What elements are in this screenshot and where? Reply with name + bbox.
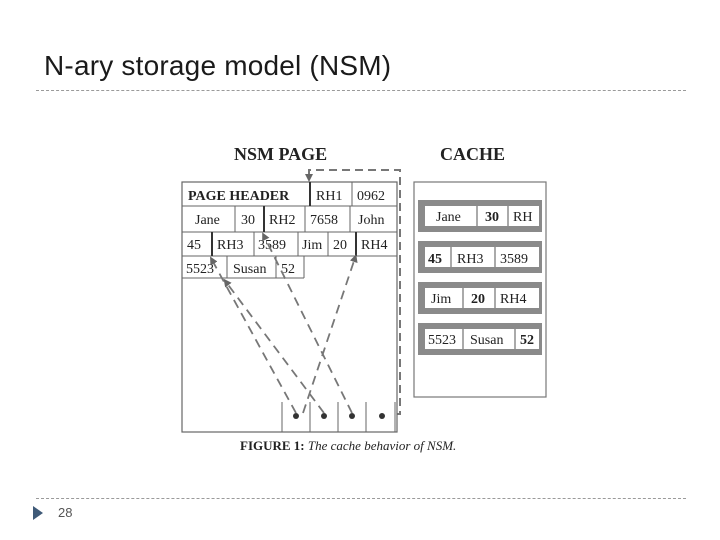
- cache-cell: 30: [485, 210, 499, 225]
- cache-cell: RH3: [457, 252, 483, 267]
- cache-cell: Jane: [436, 210, 461, 225]
- cache-cell: RH: [513, 210, 532, 225]
- slot-pointer: [379, 413, 385, 419]
- page-cell: 5523: [186, 262, 214, 277]
- page-cell: RH3: [217, 238, 243, 253]
- page-cell: 20: [333, 238, 347, 253]
- title-divider: [36, 90, 686, 91]
- slide-title: N-ary storage model (NSM): [44, 50, 392, 81]
- cache-line-4: 5523 Susan 52: [418, 323, 542, 355]
- caption-label: FIGURE 1:: [240, 438, 305, 453]
- cache-cell: 45: [428, 252, 442, 267]
- footer-divider: [36, 498, 686, 499]
- cache-cell: 5523: [428, 333, 456, 348]
- page-row-1: PAGE HEADER RH1 0962: [182, 182, 397, 207]
- page-cell: 52: [281, 262, 295, 277]
- cache-heading: CACHE: [440, 144, 505, 164]
- cache-line-3: Jim 20 RH4: [418, 282, 542, 314]
- cache-cell: 20: [471, 292, 485, 307]
- record-pointers: [210, 232, 358, 414]
- cache-cell: Susan: [470, 333, 503, 348]
- page-cell: RH1: [316, 189, 342, 204]
- cache-cell: 52: [520, 333, 534, 348]
- caption-text: The cache behavior of NSM.: [307, 438, 457, 453]
- page-cell: Susan: [233, 262, 266, 277]
- figure-caption: FIGURE 1: The cache behavior of NSM.: [240, 438, 456, 454]
- page-number: 28: [58, 505, 73, 520]
- page-cell: 45: [187, 238, 201, 253]
- page-cell: 7658: [310, 213, 338, 228]
- slot-pointer: [293, 413, 299, 419]
- page-cell: John: [358, 213, 384, 228]
- slot-pointer: [321, 413, 327, 419]
- page-row-4: 5523 Susan 52: [182, 256, 305, 279]
- page-cell: Jane: [195, 213, 220, 228]
- page-cell: RH2: [269, 213, 295, 228]
- cache-line-2: 45 RH3 3589: [418, 241, 542, 273]
- slot-pointer: [349, 413, 355, 419]
- page-cell: 0962: [357, 189, 385, 204]
- slot-array: [281, 402, 396, 432]
- page-cell: Jim: [302, 238, 322, 253]
- page-cell: 30: [241, 213, 255, 228]
- page-row-2: Jane 30 RH2 7658 John: [182, 206, 397, 233]
- cache-cell: RH4: [500, 292, 526, 307]
- cache-cell: Jim: [431, 292, 451, 307]
- nsm-page-box: [181, 181, 398, 433]
- footer-bullet-icon: [33, 506, 43, 520]
- page-cell: 3589: [258, 238, 286, 253]
- page-header-label: PAGE HEADER: [188, 189, 290, 204]
- page-cell: RH4: [361, 238, 387, 253]
- nsm-page-heading: NSM PAGE: [234, 144, 327, 164]
- page-row-3: 45 RH3 3589 Jim 20 RH4: [182, 232, 397, 257]
- header-pointer-loop: [305, 169, 401, 415]
- cache-line-1: Jane 30 RH: [418, 200, 542, 232]
- cache-cell: 3589: [500, 252, 528, 267]
